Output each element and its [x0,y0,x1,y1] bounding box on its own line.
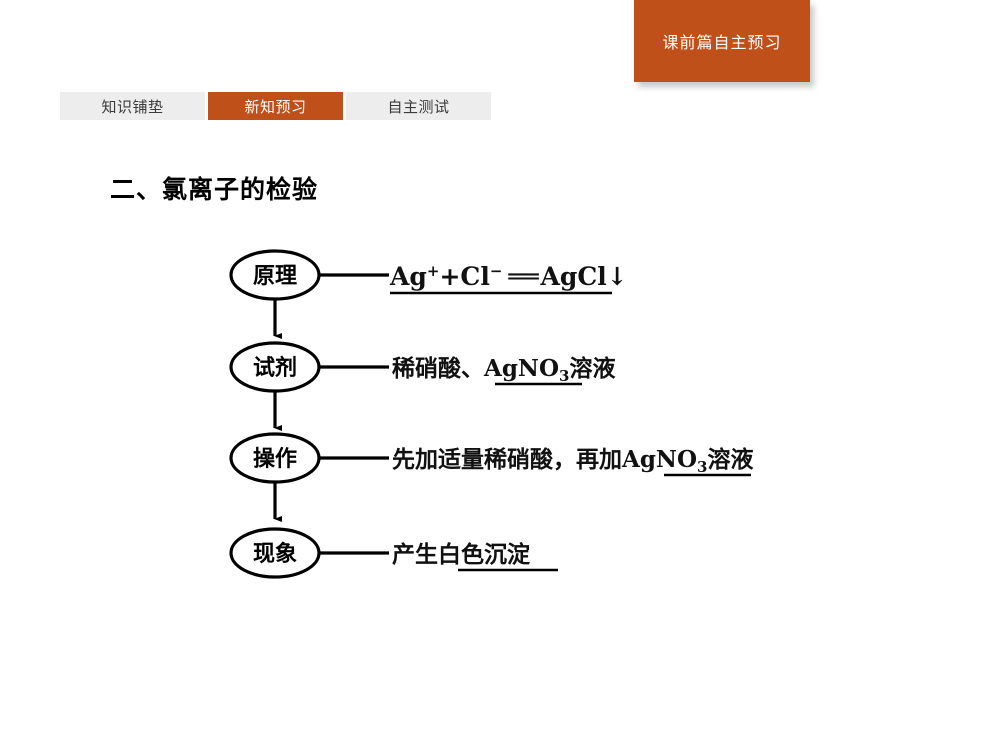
flow-node-reagent-label: 试剂 [253,355,297,381]
flow-node-operation-label: 操作 [253,447,297,472]
tab-label: 新知预习 [244,97,307,116]
tab-self-test[interactable]: 自主测试 [346,92,491,120]
flow-row-phenomenon: 现象 产生白色沉淀 [229,527,558,579]
flow-content-phenomenon: 产生白色沉淀 [392,541,531,568]
tab-label: 自主测试 [387,97,450,116]
flow-content-principle: Ag++Cl−══AgCl↓ [389,262,628,291]
flow-row-operation: 操作 先加适量稀硝酸，再加AgNO3溶液 [229,432,753,522]
tab-knowledge-foundation[interactable]: 知识铺垫 [60,92,205,120]
flow-node-phenomenon-label: 现象 [253,541,297,567]
flow-row-principle: 原理 Ag++Cl−══AgCl↓ [229,249,628,339]
flow-content-operation: 先加适量稀硝酸，再加AgNO3溶液 [392,446,753,476]
flow-content-reagent: 稀硝酸、AgNO3溶液 [392,355,615,385]
tab-new-lesson-preview[interactable]: 新知预习 [208,92,343,120]
tab-label: 知识铺垫 [101,97,164,116]
flow-node-operation-ellipse [229,432,321,484]
section-title: 二、氯离子的检验 [110,175,319,204]
flow-node-principle-label: 原理 [253,264,297,289]
flow-row-reagent: 试剂 稀硝酸、AgNO3溶液 [229,341,615,431]
tab-bar: 知识铺垫 新知预习 自主测试 [60,92,491,120]
flow-node-reagent-ellipse [229,341,321,393]
chapter-banner-label: 课前篇自主预习 [662,33,782,52]
flow-node-phenomenon-ellipse [229,527,321,579]
flow-node-principle-ellipse [229,249,321,301]
chapter-banner: 课前篇自主预习 [634,0,810,82]
